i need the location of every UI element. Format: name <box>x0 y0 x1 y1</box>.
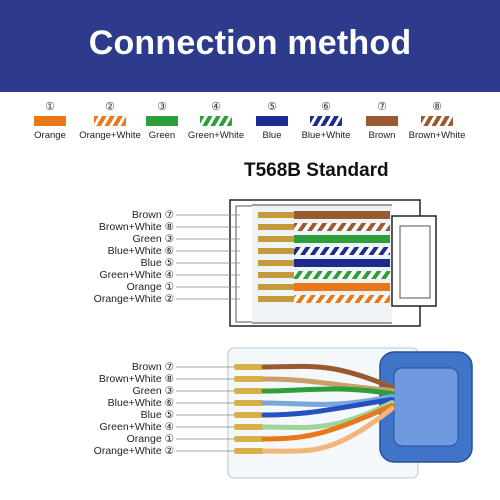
legend-item: ⑦ Brown <box>344 100 420 141</box>
wire <box>294 295 390 303</box>
color-swatch <box>310 116 342 126</box>
color-swatch <box>366 116 398 126</box>
wire-label: Green ③ <box>132 385 174 397</box>
gold-contact <box>234 376 264 382</box>
wire <box>294 211 390 219</box>
legend-item: ③ Green <box>124 100 200 141</box>
photo-wire <box>261 397 395 418</box>
cable-boot-inner <box>393 367 459 447</box>
legend-label: Blue <box>262 130 282 141</box>
color-swatch <box>94 116 126 126</box>
legend-item: ⑥ Blue+White <box>288 100 364 141</box>
wire-label: Brown+White ⑧ <box>98 221 174 233</box>
legend-number: ④ <box>211 101 221 113</box>
legend-number: ⑤ <box>267 101 277 113</box>
legend-item: ⑤ Blue <box>234 100 310 141</box>
wire <box>294 259 390 267</box>
gold-contact <box>234 436 264 442</box>
wire-label: Brown+White ⑧ <box>98 373 174 385</box>
gold-contact <box>234 388 264 394</box>
photo-wire <box>261 406 395 454</box>
gold-contact <box>258 272 294 278</box>
legend-number: ① <box>45 101 55 113</box>
legend-label: Brown <box>368 130 396 141</box>
photo-wire <box>261 363 395 390</box>
wire <box>294 283 390 291</box>
wire-label: Orange ① <box>126 281 174 293</box>
gold-contact <box>258 260 294 266</box>
color-swatch <box>200 116 232 126</box>
connector-clip-inner <box>399 225 431 299</box>
legend-number: ③ <box>157 101 167 113</box>
color-swatch <box>146 116 178 126</box>
legend-item: ④ Green+White <box>178 100 254 141</box>
photo-wire <box>261 376 395 393</box>
photo-wire <box>261 403 395 442</box>
gold-contact <box>258 248 294 254</box>
standard-title: T568B Standard <box>244 160 389 181</box>
legend-number: ② <box>105 101 115 113</box>
legend-item: ⑧ Brown+White <box>399 100 475 141</box>
color-swatch <box>256 116 288 126</box>
color-legend: ① Orange ② Orange+White ③ Green ④ Green+White ⑤ B… <box>0 100 500 150</box>
wire <box>294 235 390 243</box>
legend-label: Green <box>148 130 176 141</box>
wire-label: Green+White ④ <box>99 421 174 433</box>
wire-label: Blue+White ⑥ <box>107 397 174 409</box>
wire <box>294 271 390 279</box>
gold-contact <box>234 424 264 430</box>
legend-number: ⑥ <box>321 101 331 113</box>
gold-contact <box>258 284 294 290</box>
photo-wire <box>261 394 395 407</box>
page-title: Connection method <box>88 24 412 62</box>
wire-label: Brown ⑦ <box>131 209 174 221</box>
gold-contact <box>258 212 294 218</box>
wire-label: Blue ⑤ <box>140 409 174 421</box>
wire-label: Orange ① <box>126 433 174 445</box>
legend-label: Green+White <box>187 130 245 141</box>
color-swatch <box>34 116 66 126</box>
gold-contact <box>234 412 264 418</box>
gold-contact <box>258 236 294 242</box>
gold-contact <box>258 224 294 230</box>
wire <box>294 223 390 231</box>
gold-contact <box>234 400 264 406</box>
legend-label: Blue+White <box>301 130 351 141</box>
wire-label: Blue ⑤ <box>140 257 174 269</box>
legend-item: ① Orange <box>12 100 88 141</box>
gold-contact <box>258 296 294 302</box>
photo-wire <box>261 386 395 396</box>
legend-number: ⑧ <box>432 101 442 113</box>
wire-label: Green ③ <box>132 233 174 245</box>
legend-label: Orange <box>34 130 66 141</box>
legend-label: Brown+White <box>408 130 466 141</box>
gold-contact <box>234 364 264 370</box>
legend-number: ⑦ <box>377 101 387 113</box>
wire <box>294 247 390 255</box>
legend-label: Orange+White <box>79 130 141 141</box>
wire-label: Orange+White ② <box>93 293 174 305</box>
color-swatch <box>421 116 453 126</box>
legend-item: ② Orange+White <box>72 100 148 141</box>
gold-contact <box>234 448 264 454</box>
wire-label: Green+White ④ <box>99 269 174 281</box>
wire-label: Brown ⑦ <box>131 361 174 373</box>
header-banner: Connection method <box>0 0 500 92</box>
wire-label: Orange+White ② <box>93 445 174 457</box>
wire-label: Blue+White ⑥ <box>107 245 174 257</box>
